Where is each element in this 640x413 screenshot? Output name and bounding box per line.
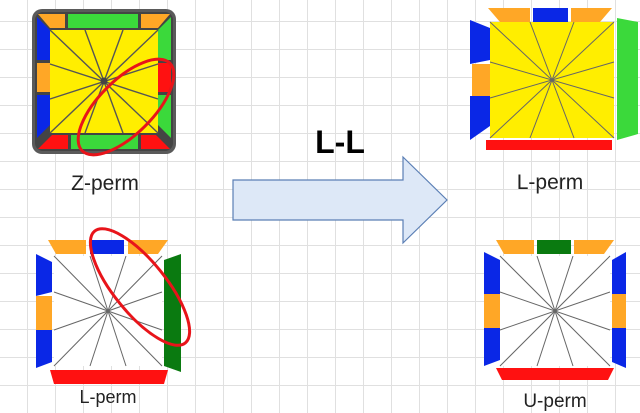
li-left-bottom-sticker [36, 330, 52, 368]
z-right-mid-sticker [158, 63, 171, 92]
z-left-top-sticker [37, 17, 50, 60]
z-left-mid-sticker [37, 63, 50, 92]
li-bottom-sticker [50, 370, 168, 384]
li-right-top-sticker [164, 254, 181, 296]
lr-top-right-sticker [571, 8, 612, 22]
li-top-left-sticker [48, 240, 86, 254]
ur-top-left-sticker [496, 240, 534, 254]
lr-left-mid-sticker [472, 64, 490, 96]
z-top-left-sticker [38, 14, 65, 28]
l-perm-highlight-ellipse [88, 227, 192, 347]
z-perm-caption: Z-perm [71, 172, 139, 195]
ur-left-bottom-sticker [484, 328, 500, 366]
z-bottom-left-sticker [38, 135, 68, 149]
z-right-top-sticker [158, 17, 171, 60]
transform-arrow [232, 155, 448, 245]
ur-right-bottom-sticker [612, 328, 626, 368]
z-perm-highlight-ellipse [76, 57, 176, 157]
l-perm-result-diagram [470, 8, 638, 150]
li-left-mid-sticker [36, 296, 52, 330]
lr-right-bottom-sticker [617, 96, 638, 140]
li-left-top-sticker [36, 254, 52, 296]
transform-label: L-L [315, 124, 365, 160]
li-top-right-sticker [128, 240, 168, 254]
li-right-mid-sticker [164, 296, 181, 330]
lr-left-top-sticker [470, 20, 490, 64]
l-perm-input-diagram [36, 227, 192, 384]
ur-left-mid-sticker [484, 294, 500, 328]
ur-right-top-sticker [612, 252, 626, 294]
ur-top-mid-sticker [537, 240, 571, 254]
lr-top-mid-sticker [533, 8, 568, 22]
z-top-right-sticker [141, 14, 170, 28]
lr-bottom-sticker [486, 140, 612, 150]
z-top-mid-sticker [68, 14, 138, 28]
l-perm-input-caption: L-perm [79, 387, 137, 407]
ur-right-mid-sticker [612, 294, 626, 328]
u-perm-result-diagram [484, 240, 626, 380]
ur-top-right-sticker [574, 240, 614, 254]
lr-top-left-sticker [488, 8, 530, 22]
u-perm-result-caption: U-perm [523, 391, 587, 412]
z-left-bottom-sticker [37, 95, 50, 138]
ur-left-top-sticker [484, 252, 500, 294]
lr-right-top-sticker [617, 18, 638, 64]
li-right-bottom-sticker [164, 330, 181, 372]
z-perm-diagram [32, 9, 176, 157]
l-perm-result-caption: L-perm [516, 171, 584, 194]
ur-bottom-sticker [496, 368, 614, 380]
lr-left-bottom-sticker [470, 96, 490, 140]
z-bottom-right-sticker [141, 135, 170, 149]
lr-right-mid-sticker [617, 64, 638, 96]
li-top-mid-sticker [90, 240, 124, 254]
